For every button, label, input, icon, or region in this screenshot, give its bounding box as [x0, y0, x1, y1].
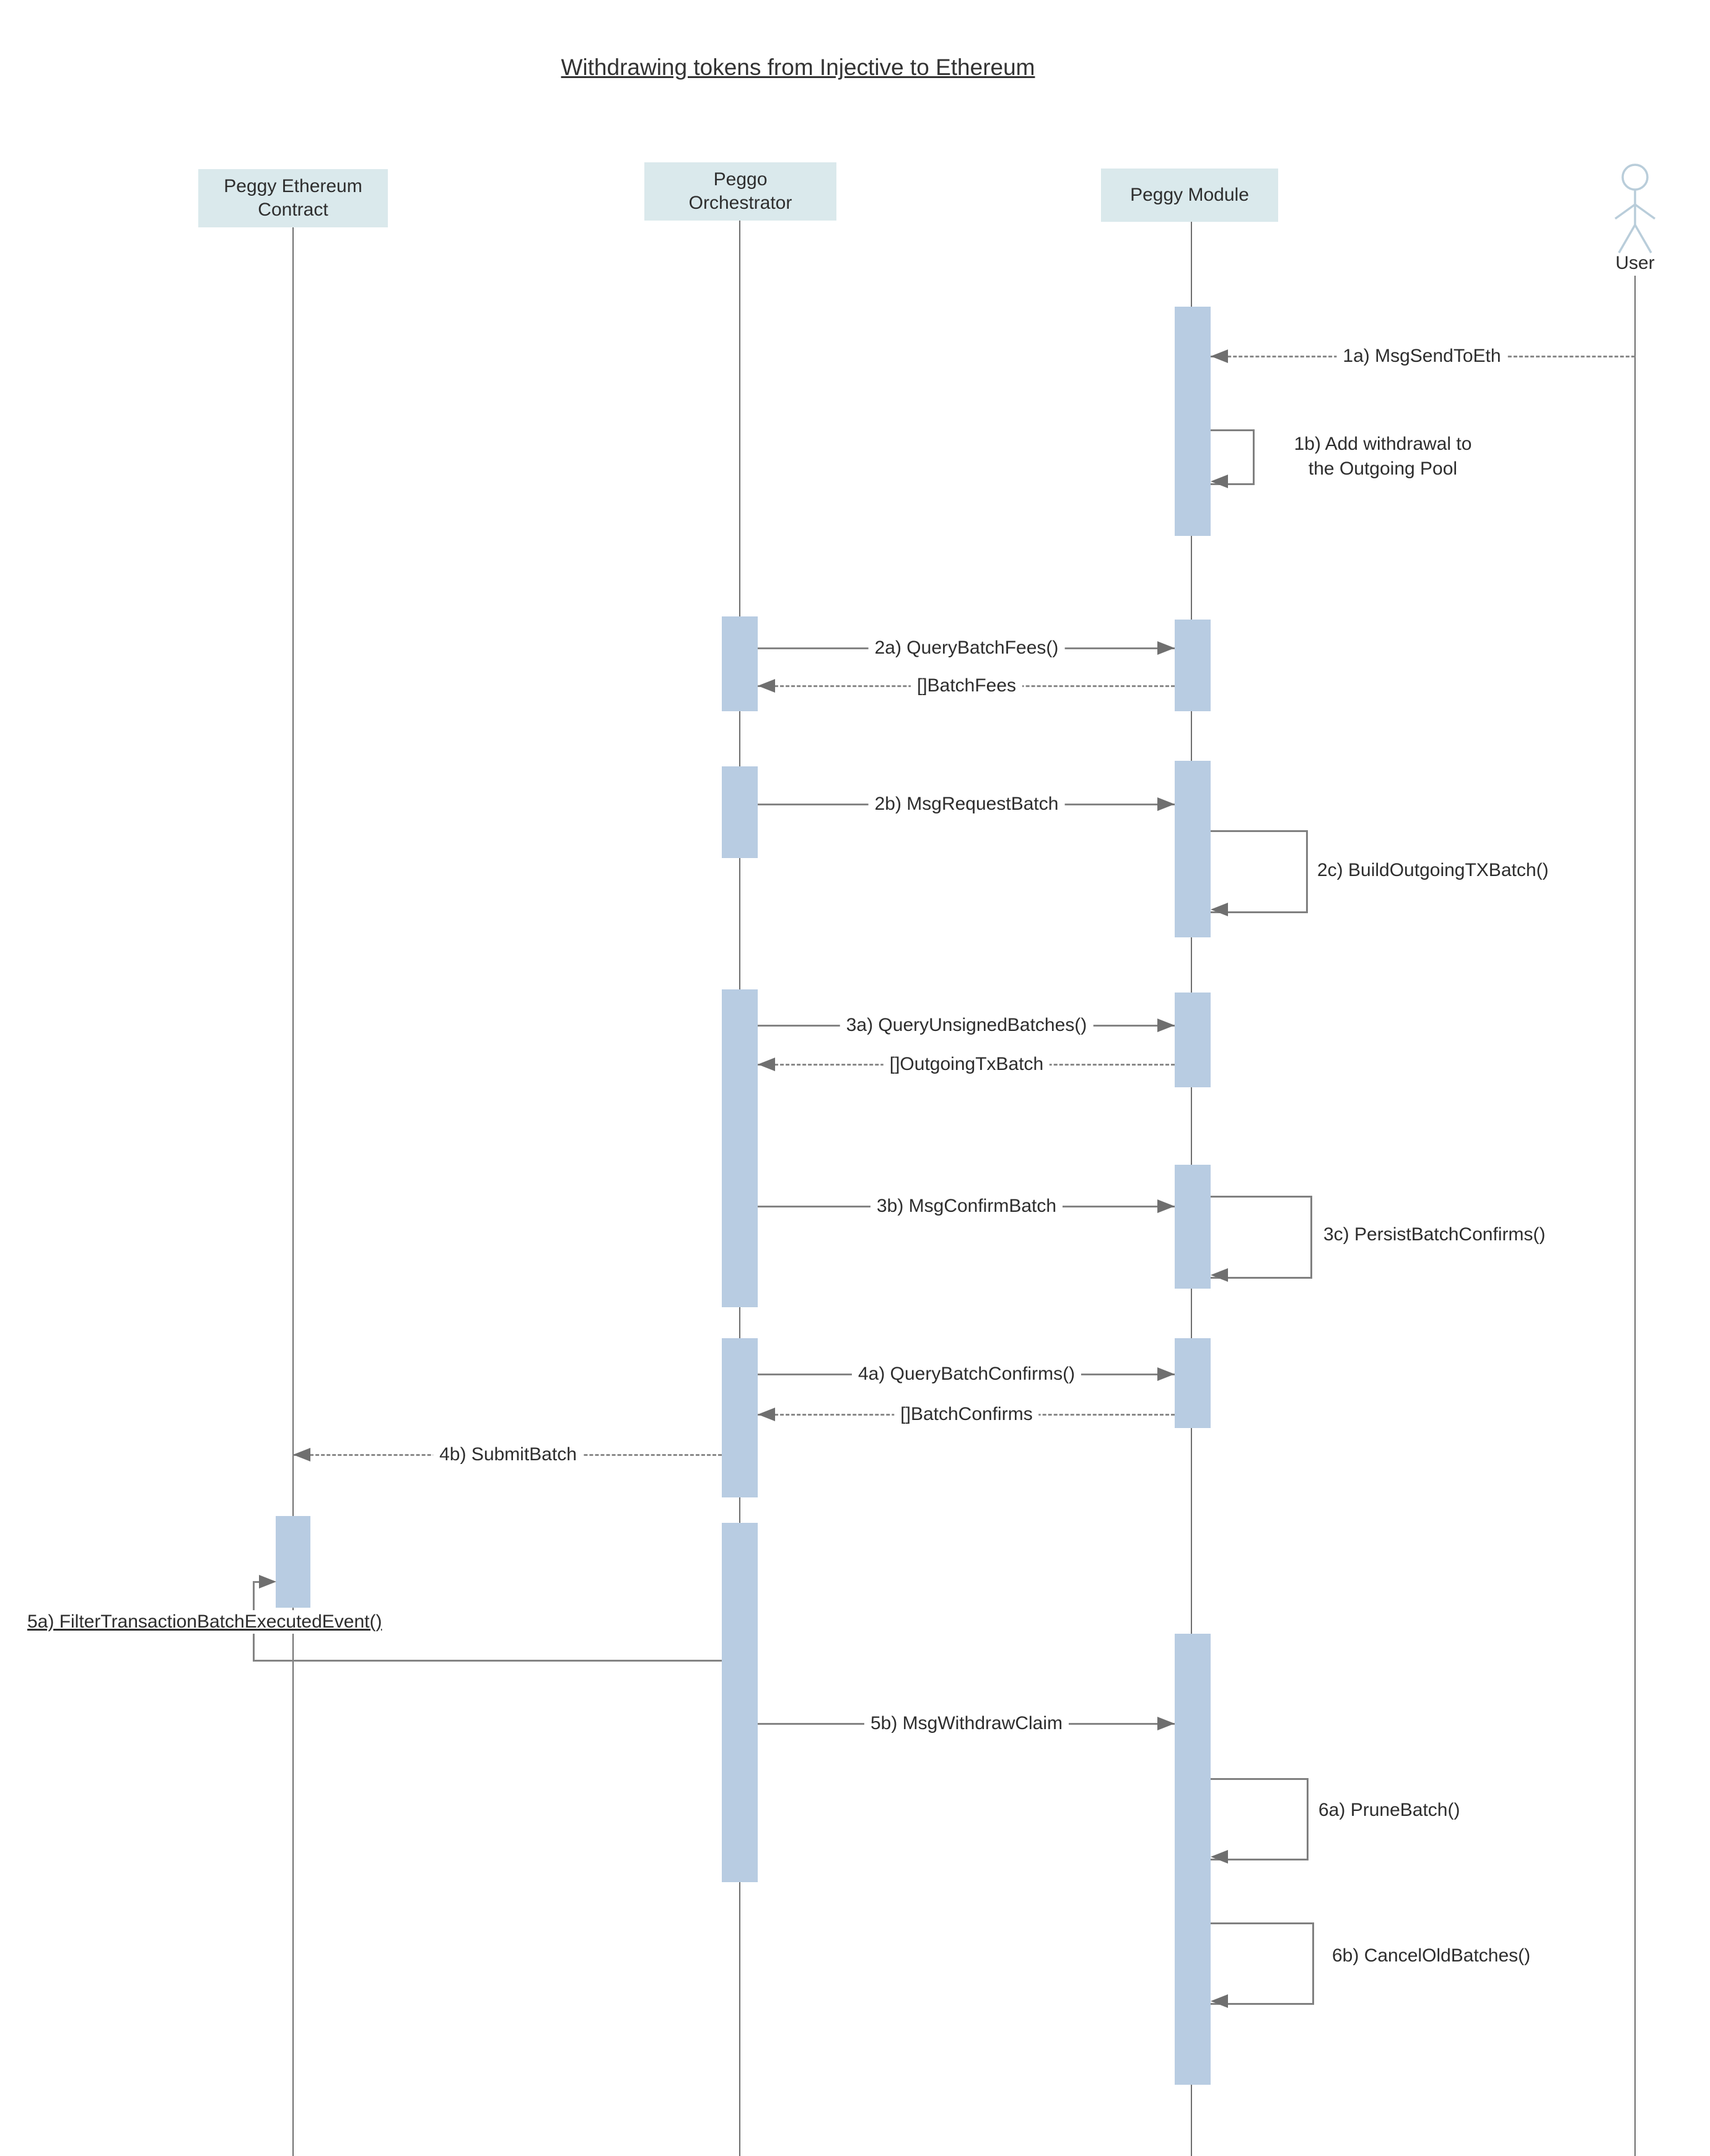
message-label-3b: 3b) MsgConfirmBatch	[870, 1194, 1063, 1218]
arrowhead-left-icon	[758, 679, 775, 693]
message-label-4a-return: []BatchConfirms	[894, 1403, 1039, 1426]
arrowhead-left-icon	[1211, 475, 1228, 488]
arrowhead-left-icon	[758, 1408, 775, 1421]
activation-module-6	[1175, 1338, 1211, 1428]
arrowhead-right-icon	[1157, 797, 1175, 811]
participant-peggo-orchestrator: Peggo Orchestrator	[644, 162, 836, 221]
arrowhead-left-icon	[1211, 1268, 1228, 1282]
activation-module-4	[1175, 993, 1211, 1087]
self-call-loop-1b	[1211, 429, 1255, 485]
self-call-loop-3c	[1211, 1196, 1312, 1279]
message-label-3c: 3c) PersistBatchConfirms()	[1320, 1223, 1550, 1247]
message-label-6b: 6b) CancelOldBatches()	[1328, 1944, 1535, 1968]
message-label-1b: 1b) Add withdrawal to the Outgoing Pool	[1265, 432, 1501, 481]
arrowhead-left-icon	[293, 1448, 310, 1461]
arrowhead-right-icon	[1157, 1019, 1175, 1032]
activation-module-3	[1175, 761, 1211, 937]
lifeline-peggy-ethereum-contract	[292, 227, 294, 2156]
arrowhead-right-icon	[1157, 1199, 1175, 1213]
arrowhead-left-icon	[1211, 349, 1228, 363]
message-label-1a: 1a) MsgSendToEth	[1336, 344, 1507, 368]
message-label-3a: 3a) QueryUnsignedBatches()	[840, 1014, 1094, 1037]
activation-module-5	[1175, 1165, 1211, 1289]
participant-label: Contract	[258, 199, 328, 220]
self-call-loop-2c	[1211, 830, 1308, 913]
message-line-5a-horizontal	[253, 1660, 722, 1662]
message-label-6a: 6a) PruneBatch()	[1315, 1799, 1464, 1822]
activation-orchestrator-3	[722, 989, 758, 1307]
lifeline-user	[1634, 276, 1636, 2156]
message-label-4b: 4b) SubmitBatch	[433, 1443, 583, 1466]
participant-label: Peggy Ethereum	[224, 176, 362, 196]
activation-module-7	[1175, 1634, 1211, 2085]
message-label-1b-line1: 1b) Add withdrawal to	[1294, 434, 1472, 454]
arrowhead-right-icon	[259, 1575, 276, 1589]
activation-orchestrator-4	[722, 1338, 758, 1497]
message-label-2c: 2c) BuildOutgoingTXBatch()	[1313, 859, 1553, 882]
participant-label: Peggo	[713, 169, 768, 190]
self-call-loop-6b	[1211, 1922, 1314, 2005]
participant-label: Peggy Module	[1130, 185, 1249, 205]
participant-peggy-module: Peggy Module	[1101, 169, 1278, 222]
arrowhead-left-icon	[758, 1058, 775, 1071]
activation-contract-1	[276, 1516, 310, 1608]
participant-peggy-ethereum-contract: Peggy Ethereum Contract	[198, 169, 388, 227]
message-label-5b: 5b) MsgWithdrawClaim	[864, 1712, 1069, 1735]
arrowhead-right-icon	[1157, 1717, 1175, 1730]
message-label-2a-return: []BatchFees	[910, 674, 1023, 698]
self-call-loop-6a	[1211, 1778, 1309, 1860]
activation-orchestrator-5	[722, 1523, 758, 1882]
arrowhead-right-icon	[1157, 1367, 1175, 1381]
arrowhead-left-icon	[1211, 1994, 1228, 2008]
message-label-4a: 4a) QueryBatchConfirms()	[851, 1362, 1082, 1386]
message-label-2b: 2b) MsgRequestBatch	[868, 792, 1065, 816]
arrowhead-right-icon	[1157, 641, 1175, 655]
participant-label: Orchestrator	[688, 193, 792, 213]
arrowhead-left-icon	[1211, 1850, 1228, 1864]
diagram-title: Withdrawing tokens from Injective to Eth…	[561, 55, 1035, 80]
activation-orchestrator-2	[722, 766, 758, 858]
message-label-3a-return: []OutgoingTxBatch	[883, 1053, 1050, 1076]
stick-figure-actor-icon	[1614, 164, 1656, 253]
activation-orchestrator-1	[722, 616, 758, 711]
message-label-1b-line2: the Outgoing Pool	[1308, 458, 1458, 479]
message-label-2a: 2a) QueryBatchFees()	[868, 636, 1065, 660]
activation-module-2	[1175, 620, 1211, 711]
participant-user: User	[1615, 253, 1655, 273]
message-label-5a: 5a) FilterTransactionBatchExecutedEvent(…	[24, 1610, 386, 1634]
activation-module-1	[1175, 307, 1211, 536]
arrowhead-left-icon	[1211, 903, 1228, 916]
